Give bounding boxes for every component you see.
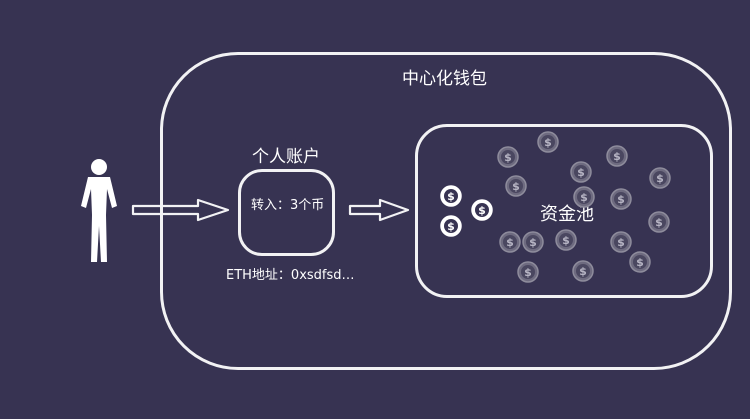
coin-icon: $ — [555, 229, 577, 251]
coin-icon: $ — [573, 186, 595, 208]
transfer-text: 转入：3个币 — [251, 198, 325, 213]
svg-text:$: $ — [617, 236, 625, 249]
coin-icon: $ — [610, 231, 632, 253]
arrow-right-icon — [348, 198, 410, 222]
eth-address: ETH地址：0xsdfsd… — [226, 268, 355, 283]
coin-icon: $ — [649, 167, 671, 189]
wallet-title: 中心化钱包 — [402, 69, 487, 89]
coin-icon: $ — [537, 131, 559, 153]
coin-icon: $ — [572, 260, 594, 282]
coin-icon: $ — [497, 146, 519, 168]
coin-icon-active: $ — [440, 185, 462, 207]
svg-text:$: $ — [506, 236, 514, 249]
svg-text:$: $ — [562, 234, 570, 247]
pool-title: 资金池 — [540, 204, 594, 225]
coin-icon: $ — [499, 231, 521, 253]
coin-icon-active: $ — [440, 215, 462, 237]
svg-text:$: $ — [478, 204, 486, 217]
centralized-wallet-box — [160, 52, 732, 370]
coin-icon: $ — [629, 251, 651, 273]
svg-text:$: $ — [529, 236, 537, 249]
personal-account-box — [238, 169, 335, 256]
person-silhouette-icon — [81, 159, 117, 262]
svg-text:$: $ — [504, 151, 512, 164]
svg-text:$: $ — [613, 150, 621, 163]
coin-icon: $ — [610, 188, 632, 210]
account-title: 个人账户 — [252, 147, 320, 167]
svg-text:$: $ — [636, 256, 644, 269]
coin-icon: $ — [606, 145, 628, 167]
svg-text:$: $ — [524, 266, 532, 279]
svg-text:$: $ — [580, 191, 588, 204]
svg-text:$: $ — [655, 216, 663, 229]
coin-icon: $ — [648, 211, 670, 233]
svg-text:$: $ — [579, 265, 587, 278]
svg-text:$: $ — [656, 172, 664, 185]
svg-text:$: $ — [512, 180, 520, 193]
svg-text:$: $ — [577, 166, 585, 179]
coin-icon-active: $ — [471, 199, 493, 221]
fund-pool-box — [415, 124, 713, 298]
coins-group: $ $ $ $ $ $ $ $ $ $ $ $ $ $ $ $ $ $ $ — [440, 131, 671, 283]
svg-text:$: $ — [447, 220, 455, 233]
svg-text:$: $ — [447, 190, 455, 203]
coin-icon: $ — [570, 161, 592, 183]
coin-icon: $ — [517, 261, 539, 283]
arrow-right-icon — [131, 198, 230, 222]
coin-icon: $ — [522, 231, 544, 253]
svg-text:$: $ — [544, 136, 552, 149]
svg-text:$: $ — [617, 193, 625, 206]
coin-icon: $ — [505, 175, 527, 197]
